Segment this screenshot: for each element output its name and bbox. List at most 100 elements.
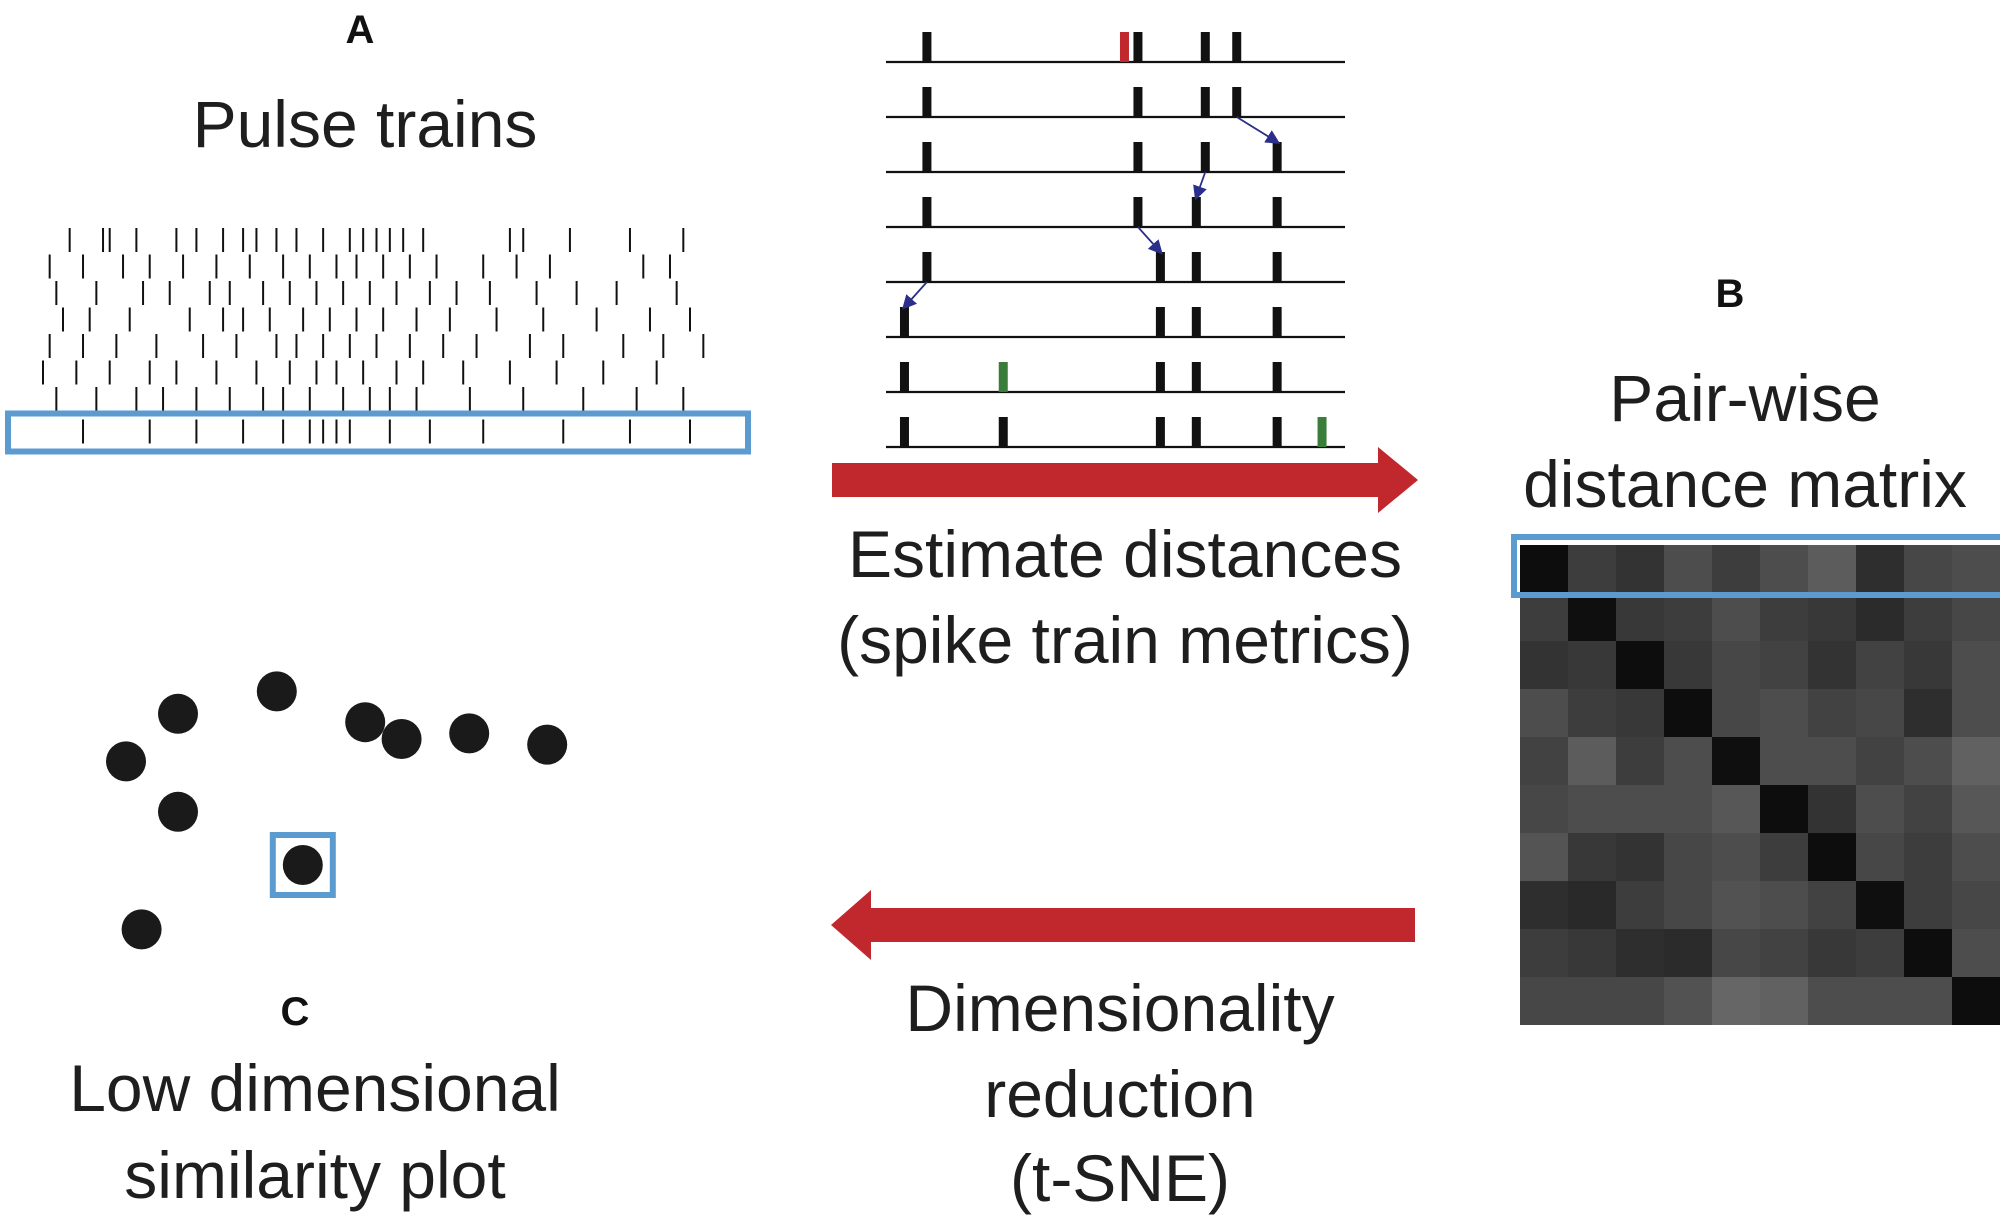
estimate-step-line1: Estimate distances: [848, 517, 1402, 591]
spike: [1191, 417, 1201, 447]
spike: [922, 87, 932, 117]
matrix-cell: [1520, 737, 1568, 785]
reduction-step-line1: Dimensionality: [905, 971, 1335, 1045]
matrix-cell: [1520, 545, 1568, 593]
matrix-cell: [1760, 689, 1808, 737]
matrix-cell: [1664, 785, 1712, 833]
matrix-cell: [1712, 593, 1760, 641]
spike-shift-arrow: [1236, 116, 1281, 144]
reduction-step-line2: reduction: [984, 1057, 1256, 1131]
matrix-cell: [1904, 545, 1952, 593]
spike: [998, 417, 1008, 447]
matrix-cell: [1568, 545, 1616, 593]
matrix-cell: [1856, 689, 1904, 737]
matrix-cell: [1856, 977, 1904, 1025]
matrix-cell: [1520, 977, 1568, 1025]
matrix-cell: [1568, 689, 1616, 737]
embedding-point: [121, 909, 162, 950]
spike: [899, 307, 909, 337]
matrix-cell: [1904, 641, 1952, 689]
spike: [899, 362, 909, 392]
embedding-point: [381, 719, 422, 759]
matrix-cell: [1856, 929, 1904, 977]
matrix-cell: [1856, 593, 1904, 641]
spike: [1191, 252, 1201, 282]
matrix-cell: [1568, 737, 1616, 785]
matrix-cell: [1664, 881, 1712, 929]
matrix-cell: [1904, 929, 1952, 977]
pulse-train-raster: [5, 228, 751, 455]
matrix-cell: [1952, 689, 2000, 737]
matrix-cell: [1952, 593, 2000, 641]
embedding-point: [158, 693, 198, 734]
matrix-cell: [1808, 977, 1856, 1025]
matrix-cell: [1808, 641, 1856, 689]
matrix-cell: [1856, 641, 1904, 689]
matrix-cell: [1808, 833, 1856, 881]
matrix-cell: [1712, 737, 1760, 785]
reduction-step-line3: (t-SNE): [1010, 1141, 1230, 1215]
spike-inserted: [998, 362, 1008, 392]
spike: [1272, 417, 1282, 447]
matrix-cell: [1568, 881, 1616, 929]
spike: [1191, 307, 1201, 337]
matrix-cell: [1664, 929, 1712, 977]
matrix-cell: [1568, 833, 1616, 881]
matrix-cell: [1568, 593, 1616, 641]
spike: [1272, 252, 1282, 282]
spike-removed: [1119, 32, 1129, 62]
spike: [1191, 362, 1201, 392]
matrix-cell: [1808, 545, 1856, 593]
matrix-cell: [1904, 737, 1952, 785]
spike: [1272, 307, 1282, 337]
matrix-cell: [1952, 737, 2000, 785]
highlighted-train-box: [5, 410, 751, 455]
matrix-cell: [1664, 593, 1712, 641]
matrix-cell: [1712, 977, 1760, 1025]
embedding-point: [282, 845, 323, 885]
embedding-point: [527, 724, 568, 765]
matrix-cell: [1952, 977, 2000, 1025]
matrix-cell: [1760, 737, 1808, 785]
spike: [1191, 197, 1201, 227]
matrix-cell: [1520, 593, 1568, 641]
spike: [922, 197, 932, 227]
panel-a-letter: A: [345, 8, 375, 52]
matrix-cell: [1952, 785, 2000, 833]
spike: [1133, 197, 1143, 227]
matrix-cell: [1616, 689, 1664, 737]
spike: [1272, 362, 1282, 392]
matrix-cell: [1808, 881, 1856, 929]
matrix-cell: [1808, 593, 1856, 641]
spike: [1133, 142, 1143, 172]
embedding-point: [256, 671, 297, 712]
matrix-cell: [1904, 593, 1952, 641]
matrix-cell: [1904, 977, 1952, 1025]
spike: [1200, 87, 1210, 117]
matrix-cell: [1616, 737, 1664, 785]
spike: [1200, 142, 1210, 172]
spike-inserted: [1317, 417, 1327, 447]
matrix-cell: [1904, 833, 1952, 881]
panel-c-title-line2: similarity plot: [124, 1138, 506, 1212]
spike-shift-arrow: [1193, 171, 1207, 201]
matrix-cell: [1904, 881, 1952, 929]
matrix-cell: [1664, 833, 1712, 881]
matrix-cell: [1952, 545, 2000, 593]
embedding-point: [106, 741, 146, 782]
panel-c-letter: C: [280, 990, 310, 1034]
spike-train-edit-example: [886, 32, 1345, 449]
matrix-cell: [1712, 785, 1760, 833]
spike: [1155, 252, 1165, 282]
panel-b-letter: B: [1715, 272, 1745, 316]
matrix-cell: [1952, 929, 2000, 977]
estimate-arrow: [832, 447, 1418, 513]
spike: [1232, 32, 1242, 62]
matrix-cell: [1712, 641, 1760, 689]
matrix-cell: [1712, 929, 1760, 977]
matrix-cell: [1760, 881, 1808, 929]
matrix-cell: [1952, 881, 2000, 929]
spike: [1155, 417, 1165, 447]
highlighted-point-box: [269, 832, 336, 898]
panel-b-title-line1: Pair-wise: [1609, 361, 1881, 435]
